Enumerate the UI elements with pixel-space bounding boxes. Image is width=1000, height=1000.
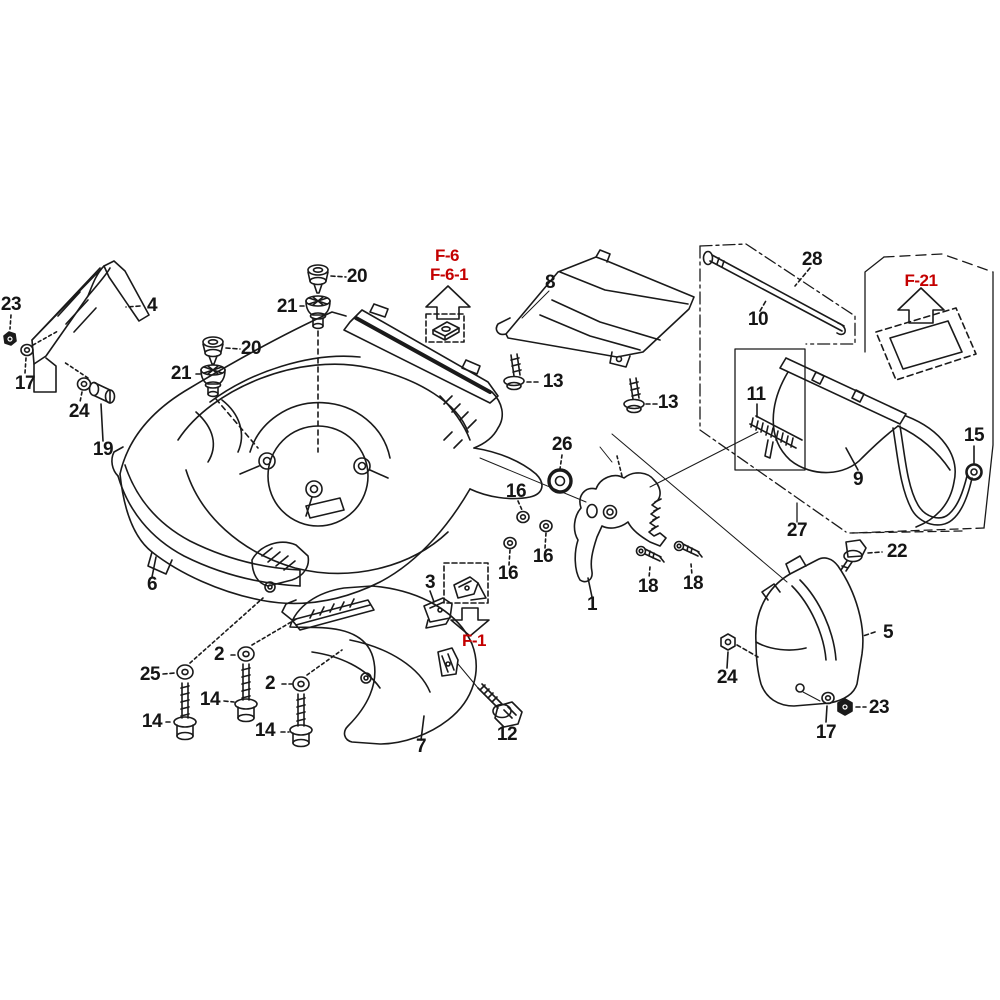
ref-label-f-6-1: F-6-1 [429, 265, 469, 284]
part-callout-21: 21 [170, 363, 192, 384]
part-callout-20: 20 [240, 338, 262, 359]
part-callout-22: 22 [886, 541, 908, 562]
f1-ref-drawing [443, 562, 490, 637]
part-callout-17: 17 [815, 722, 837, 743]
part-5-cover-drawing [720, 539, 883, 723]
fasteners-bottom-left-drawing [162, 597, 343, 748]
ref-label-f-1: F-1 [462, 631, 487, 650]
fastener-23-17-24-19-drawing [3, 314, 116, 442]
part-6-deck-drawing [111, 303, 788, 605]
part-callout-24: 24 [68, 401, 90, 422]
part-3-clip-drawing [423, 590, 453, 629]
part-callout-11: 11 [746, 384, 766, 405]
part-callout-14: 14 [254, 720, 276, 741]
part-callout-21: 21 [276, 296, 298, 317]
part-10-rod-drawing [702, 250, 846, 336]
f6-ref-drawing [425, 285, 471, 343]
part-callout-9: 9 [852, 469, 864, 490]
part-callout-25: 25 [139, 664, 161, 685]
region-27-boundary [699, 243, 963, 534]
part-8-cover-drawing [495, 249, 695, 414]
part-callout-3: 3 [424, 572, 436, 593]
part-callout-8: 8 [544, 272, 556, 293]
ref-label-f-21: F-21 [904, 271, 938, 290]
part-callout-2: 2 [264, 673, 276, 694]
part-callout-2: 2 [213, 644, 225, 665]
part-callout-24: 24 [716, 667, 738, 688]
part-callout-6: 6 [146, 574, 158, 595]
part-callout-23: 23 [0, 294, 22, 315]
part-callout-18: 18 [682, 573, 704, 594]
f21-up-arrow-icon [897, 287, 945, 324]
part-callout-5: 5 [882, 622, 894, 643]
part-callout-23: 23 [868, 697, 890, 718]
part-callout-19: 19 [92, 439, 114, 460]
part-callout-14: 14 [141, 711, 163, 732]
f6-up-arrow-icon [425, 285, 471, 320]
part-callout-27: 27 [786, 520, 808, 541]
f1-down-arrow-icon [450, 607, 490, 637]
part-callout-18: 18 [637, 576, 659, 597]
part-callout-14: 14 [199, 689, 221, 710]
part-callout-15: 15 [963, 425, 985, 446]
part-4-guard-drawing [31, 260, 150, 393]
part-callout-16: 16 [505, 481, 527, 502]
part-11-spring-drawing [734, 348, 806, 471]
part-callout-13: 13 [657, 392, 679, 413]
fastener-15-drawing [965, 445, 983, 481]
part-callout-10: 10 [747, 309, 769, 330]
part-callout-17: 17 [14, 373, 36, 394]
f21-ref-drawing [851, 253, 994, 534]
part-callout-20: 20 [346, 266, 368, 287]
ref-label-f-6: F-6 [435, 246, 460, 265]
part-callout-4: 4 [146, 295, 158, 316]
part-7-guard-drawing [281, 585, 523, 745]
part-callout-16: 16 [532, 546, 554, 567]
part-1-bracket-drawing [573, 446, 703, 598]
part-callout-7: 7 [415, 736, 427, 757]
part-callout-28: 28 [801, 249, 823, 270]
part-callout-16: 16 [497, 563, 519, 584]
fastener-20-21-drawings [195, 264, 347, 453]
part-callout-1: 1 [586, 594, 598, 615]
part-callout-12: 12 [496, 724, 518, 745]
part-callout-13: 13 [542, 371, 564, 392]
fastener-26-16-drawing [503, 454, 573, 566]
part-9-guard-drawing [649, 357, 973, 528]
part-callout-26: 26 [551, 434, 573, 455]
